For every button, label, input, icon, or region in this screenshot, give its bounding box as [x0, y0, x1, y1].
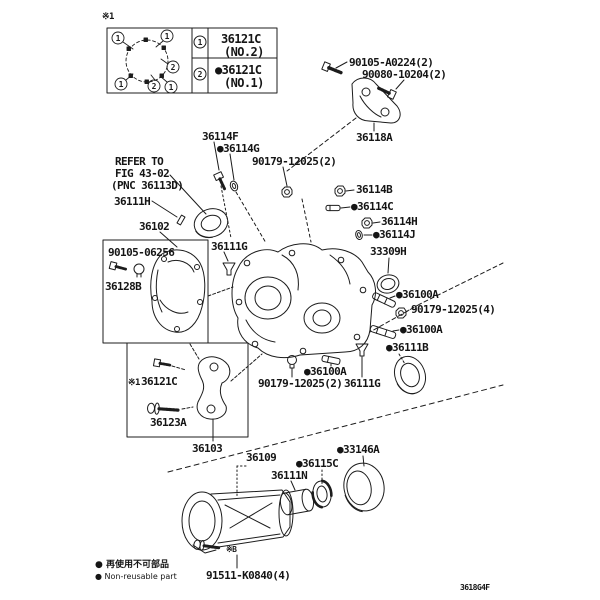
label-36114h: 36114H — [381, 215, 418, 228]
label-refer-3: (PNC 36113D) — [111, 179, 184, 192]
stud-36100a-right1-drawing — [372, 292, 396, 308]
figure-code: 3618G4F — [460, 583, 490, 592]
funnel-36111g-upper-drawing — [222, 262, 236, 276]
cell-callout: 1 — [119, 80, 124, 89]
legend-col-callout-2: 2 — [198, 70, 203, 79]
bolt-90105-a0224-drawing — [321, 61, 343, 75]
legend-table-frame — [106, 27, 278, 94]
funnel-36111g-lower-drawing — [355, 343, 369, 357]
ring-33146a-drawing — [343, 462, 385, 513]
bracket-detail-box — [126, 342, 263, 438]
nut-36114b-drawing — [334, 185, 346, 197]
label-refer-2: FIG 43-02 — [115, 167, 170, 180]
transfer-case-drawing — [231, 243, 376, 359]
nut-90179-right-drawing — [395, 307, 407, 319]
label-note-b: ※B — [226, 545, 237, 554]
label-36115c: ●36115C — [296, 457, 339, 470]
bracket-36118a-drawing — [351, 77, 401, 124]
cell-callout: 1 — [169, 83, 174, 92]
extension-housing-drawing — [181, 489, 294, 554]
label-36111b: ●36111B — [386, 341, 429, 354]
seal-36111b-drawing — [393, 355, 427, 395]
seal-36102-drawing — [193, 208, 229, 239]
legend-row2-no: (NO.1) — [224, 76, 264, 90]
bolt-91511-drawing — [193, 539, 221, 551]
label-36102: 36102 — [139, 220, 170, 233]
label-36100a-right1: ●36100A — [396, 288, 439, 301]
legend-col-callout-1: 1 — [198, 38, 203, 47]
label-36100a-bottom: ●36100A — [304, 365, 347, 378]
washer-36114j-drawing — [355, 229, 363, 241]
cell-callout: 1 — [165, 32, 170, 41]
legend-row1-part: 36121C — [221, 32, 261, 46]
label-36121c: 36121C — [141, 375, 178, 388]
label-91511-k0840: 91511-K0840(4) — [206, 569, 291, 582]
bearing-36115c-drawing — [311, 479, 333, 509]
label-36114f: 36114F — [202, 130, 239, 143]
label-36114j: ●36114J — [373, 228, 416, 241]
label-note-36121c: ※1 — [128, 378, 140, 388]
label-36109: 36109 — [246, 451, 277, 464]
legend-cell-art — [111, 29, 180, 94]
nut-90179-top-drawing — [281, 186, 293, 198]
stud-36100a-right2-drawing — [369, 325, 397, 339]
label-36128b: 36128B — [105, 280, 142, 293]
footnote-en: ● Non-reusable part — [95, 572, 177, 581]
oring-33309h-drawing — [376, 274, 400, 294]
label-36114c: ●36114C — [351, 200, 394, 213]
label-refer-1: REFER TO — [115, 155, 164, 168]
label-36111g-upper: 36111G — [211, 240, 248, 253]
footnote-jp: ● 再使用不可部品 — [95, 560, 169, 570]
label-33146a: ●33146A — [337, 443, 380, 456]
label-90179-top: 90179-12025(2) — [252, 155, 337, 168]
label-36100a-right2: ●36100A — [400, 323, 443, 336]
bushing-36111n-drawing — [279, 488, 315, 516]
label-36111g-lower: 36111G — [344, 377, 381, 390]
cell-callout: 1 — [116, 34, 121, 43]
label-36103: 36103 — [192, 442, 223, 455]
label-90080-10204: 90080-10204(2) — [362, 68, 447, 81]
label-33309h: 33309H — [370, 245, 407, 258]
label-36111n: 36111N — [271, 469, 308, 482]
washer-36114g-drawing — [229, 180, 239, 192]
cell-callout: 2 — [152, 82, 157, 91]
nut-36114h-drawing — [361, 217, 373, 229]
bolt-90080-10204-drawing — [376, 86, 397, 100]
label-36118a: 36118A — [356, 131, 393, 144]
legend-callout-digits: 1 2 1 1 2 1 2 1 — [116, 32, 203, 92]
label-90105-a0224: 90105-A0224(2) — [349, 56, 434, 69]
label-90179-right: 90179-12025(4) — [411, 303, 496, 316]
label-36114g: ●36114G — [217, 142, 260, 155]
label-36114b: 36114B — [356, 183, 393, 196]
stud-36114c-drawing — [325, 204, 341, 212]
label-36111h: 36111H — [114, 195, 151, 208]
cell-callout: 2 — [171, 63, 176, 72]
label-90179-bottom: 90179-12025(2) — [258, 377, 343, 390]
bolt-36114f-drawing — [213, 171, 226, 191]
legend-row1-no: (NO.2) — [224, 45, 264, 59]
label-36123a: 36123A — [150, 416, 187, 429]
pin-36111h-drawing — [176, 214, 186, 226]
legend-row2-part: ●36121C — [215, 63, 262, 77]
stud-36100a-bottom-drawing — [321, 355, 341, 365]
label-90105-06256: 90105-06256 — [108, 246, 175, 259]
top-note: ※1 — [102, 12, 114, 22]
